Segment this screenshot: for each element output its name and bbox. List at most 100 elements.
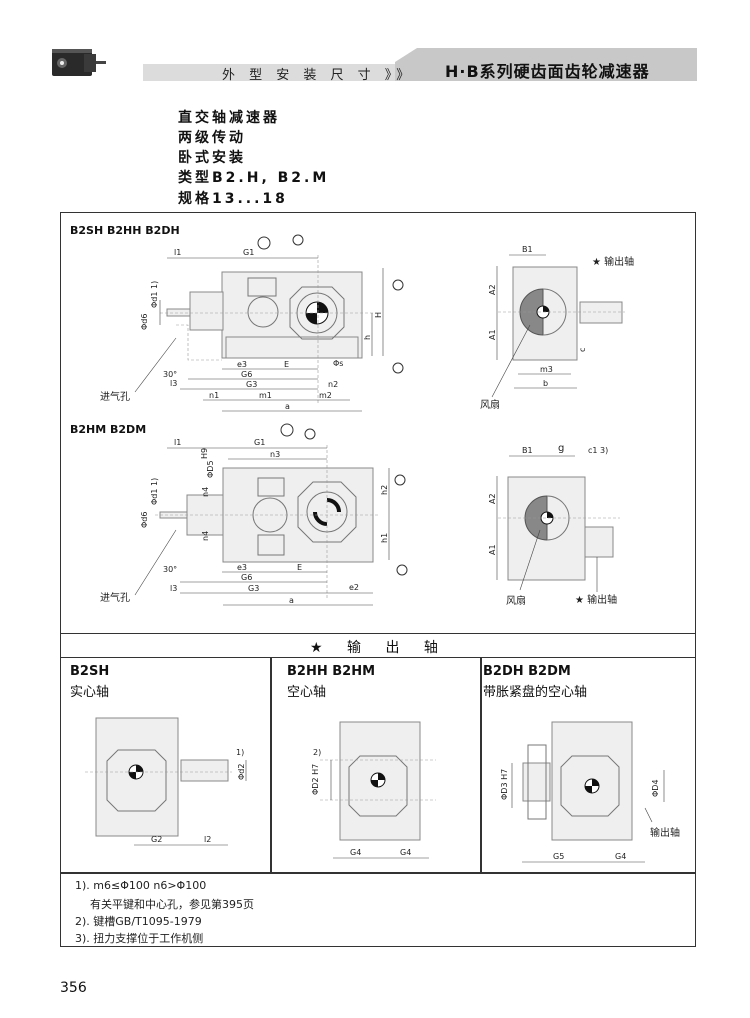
dim-label: ΦD4 [651,779,660,797]
oil-fill-icon [292,234,304,246]
gearbox-image-icon [52,49,106,76]
dim-label: G1 [254,438,265,447]
dim-label: e2 [349,583,359,592]
footnote: 有关平键和中心孔，参见第395页 [90,898,254,911]
dim-label: 30° [163,565,177,574]
drawing-side-view-mid: B1 g c1 3) A2 A1 风扇 ★ 输出轴 [488,443,620,607]
oil-drain-icon [396,564,408,576]
dim-label: G6 [241,573,252,582]
dim-label: Φd1 1) [150,478,159,505]
dim-label: l1 [174,248,181,257]
dim-label: A2 [488,493,497,504]
dim-label: l1 [174,438,181,447]
dim-label: E [284,360,289,369]
dim-label: G6 [241,370,252,379]
footnote: 3). 扭力支撑位于工作机侧 [75,932,204,945]
dim-label: l3 [170,379,177,388]
footnote: 1). m6≤Φ100 n6>Φ100 [75,879,207,892]
dim-label: g [558,443,564,454]
intro-line: 类型B2.H, B2.M [178,170,330,186]
oil-fill-icon [304,428,316,440]
footnote-divider [60,872,696,874]
dim-label: A1 [488,544,497,555]
dim-label: Φd6 [140,512,149,528]
oil-drain-icon [392,362,404,374]
panel-title: B2SH [70,664,110,679]
output-shaft-label: ★ 输出轴 [592,255,634,268]
dim-label: n4 [201,487,210,497]
dim-label: m1 [259,391,272,400]
dim-label: m3 [540,365,553,374]
dim-label: n1 [209,391,219,400]
output-shaft-heading: ★ 输 出 轴 [310,640,448,656]
breather-icon [394,474,406,486]
panel-solid-shaft-drawing: 1) Φd2 G2 l2 [85,717,247,846]
header-title-bar [395,48,697,81]
intro-line: 规格13...18 [178,191,288,207]
drawing-title: B2SH B2HH B2DH [70,224,180,237]
dim-label: h2 [380,485,389,495]
dim-label: G3 [248,584,259,593]
dim-label: Φd2 [237,764,246,780]
output-shaft-band [60,633,696,658]
intro-line: 两级传动 [178,130,246,146]
dim-label: 30° [163,370,177,379]
intro-line: 直交轴减速器 [178,110,280,126]
dim-label: G2 [151,835,162,844]
dim-label: e3 [237,360,247,369]
dim-label: G5 [553,852,564,861]
panel-divider [270,658,272,872]
vent-label: 进气孔 [100,390,130,403]
drawing-frame [60,212,696,947]
dim-label: c [578,348,587,352]
page-number: 356 [60,980,87,996]
panel-subtitle: 带胀紧盘的空心轴 [483,685,588,700]
dim-label: Φs [333,359,343,368]
dim-label: e3 [237,563,247,572]
dim-label: b [543,379,548,388]
dim-label: G3 [246,380,257,389]
dim-label: Φd1 1) [150,281,159,308]
oil-level-icon [280,423,294,437]
dim-label: ΦD2 H7 [311,764,320,795]
note-label: 2) [313,748,321,757]
breather-icon [392,279,404,291]
dim-label: ΦD5 [206,460,215,478]
drawing-title: B2HM B2DM [70,423,146,436]
product-thumbnail [48,46,112,78]
dim-label: H [374,312,383,318]
dim-label: n3 [270,450,280,459]
output-shaft-label: ★ 输出轴 [575,593,617,606]
drawing-b2hm-front: B2HM B2DM l1 G1 H9 n3 ΦD5 Φd1 1) n4 n4 Φ… [70,423,408,606]
intro-line: 卧式安装 [178,150,246,166]
dim-label: h1 [380,533,389,543]
output-shaft-label: 输出轴 [650,826,680,839]
dim-label: a [289,596,294,605]
page-title: H·B系列硬齿面齿轮减速器 [445,62,650,81]
panel-subtitle: 空心轴 [287,685,327,700]
dim-label: Φd6 [140,314,149,330]
dim-label: B1 [522,446,533,455]
dim-label: E [297,563,302,572]
oil-level-icon [257,236,271,250]
vent-label: 进气孔 [100,591,130,604]
dim-label: n2 [328,380,338,389]
panel-hollow-shaft-drawing: 2) ΦD2 H7 G4 G4 [311,721,436,859]
dim-label: l3 [170,584,177,593]
panel-shrink-disk-drawing: ΦD3 H7 ΦD4 输出轴 G5 G4 [500,721,680,863]
drawing-side-view-top: B1 ★ 输出轴 A2 A1 c m3 b 风扇 [480,245,634,411]
dim-label: B1 [522,245,533,254]
dim-label: A1 [488,329,497,340]
dim-label: G1 [243,248,254,257]
dim-label: l2 [204,835,211,844]
note-label: 1) [236,748,244,757]
dim-label: G4 [350,848,361,857]
dim-label: n4 [201,531,210,541]
dim-label: a [285,402,290,411]
fan-label: 风扇 [480,398,500,411]
dim-label: ΦD3 H7 [500,769,509,800]
dim-label: h [363,335,372,340]
dim-label: c1 3) [588,446,608,455]
dim-label: H9 [200,448,209,459]
